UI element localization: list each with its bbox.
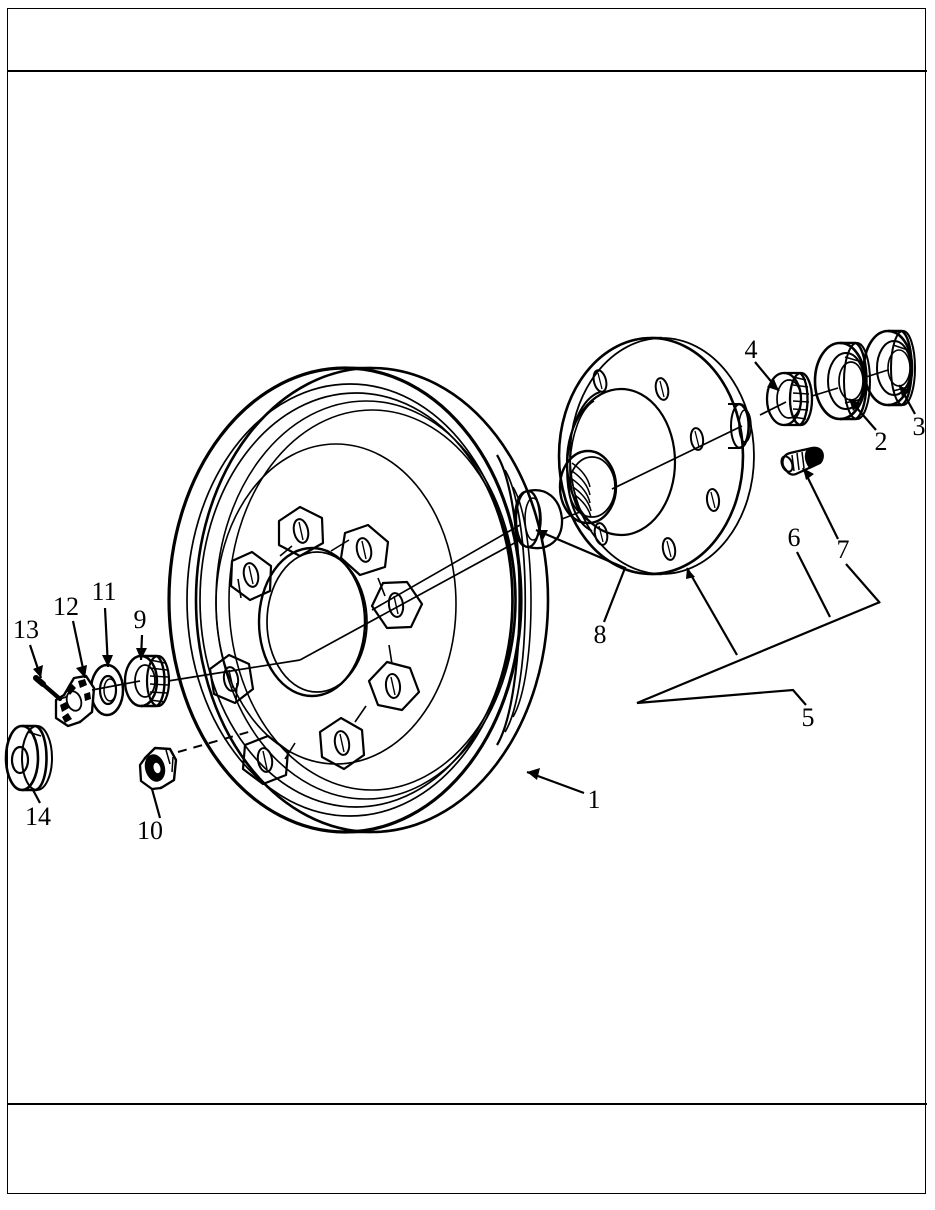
header-band: [7, 8, 926, 70]
page-border: [7, 8, 926, 1194]
footer-band: [7, 1105, 926, 1194]
header-rule: [7, 70, 927, 72]
footer-rule: [7, 1103, 927, 1105]
